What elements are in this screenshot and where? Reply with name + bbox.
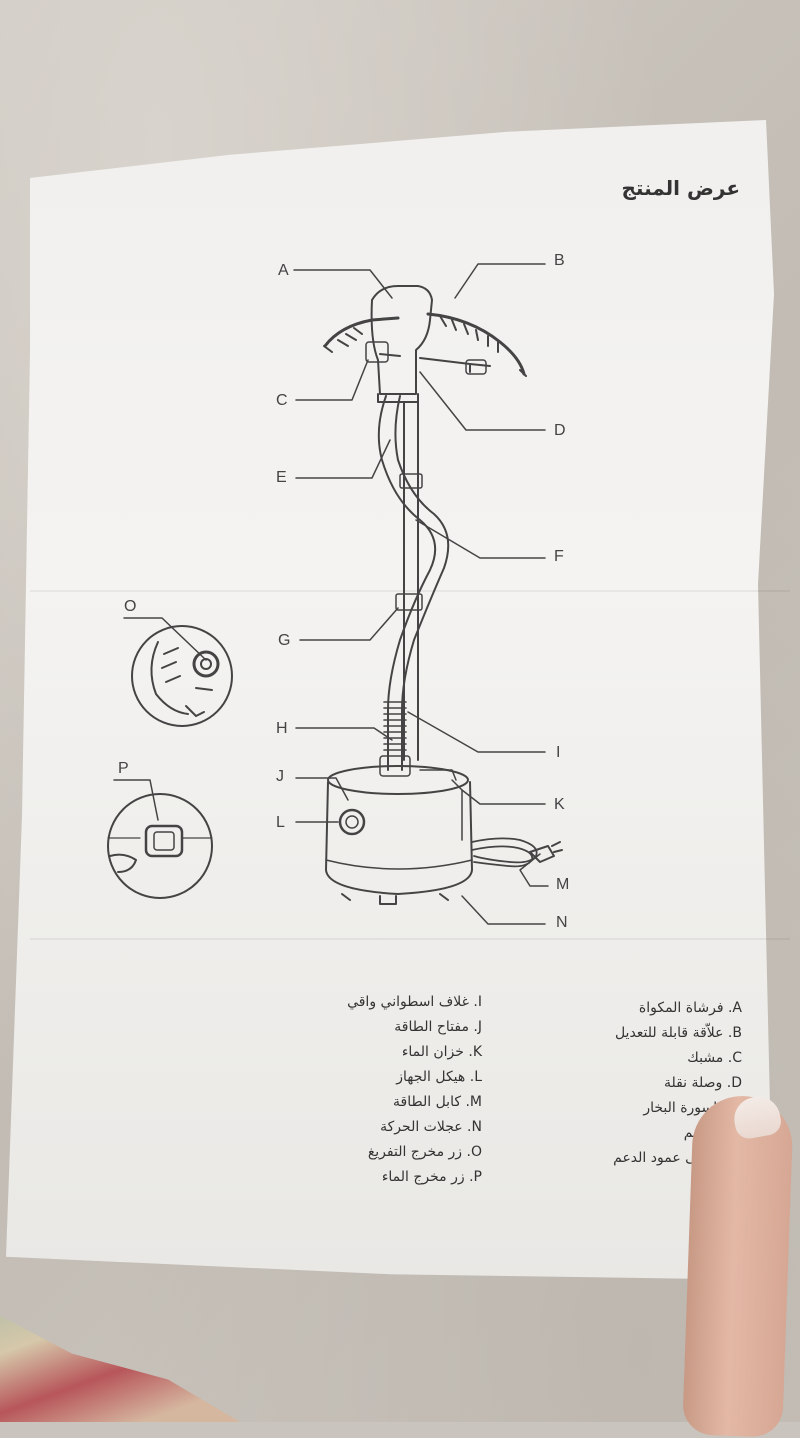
paper-fold-line — [30, 590, 790, 592]
legend-item: C. مشبك — [687, 1050, 742, 1066]
support-pole — [403, 401, 419, 761]
legend-item: I. غلاف اسطواني واقي — [347, 994, 482, 1010]
power-cable — [471, 837, 538, 864]
leader-line-h — [295, 727, 393, 741]
leader-line-i — [407, 711, 546, 753]
callout-g: G — [278, 632, 291, 649]
instruction-sheet — [6, 120, 774, 1280]
callout-c: C — [276, 392, 288, 409]
leader-line-c — [295, 359, 369, 401]
legend-item: O. زر مخرج التفريغ — [367, 1144, 482, 1160]
leader-line-d — [419, 371, 546, 431]
callout-n: N — [556, 914, 568, 931]
callout-k: K — [554, 796, 565, 813]
leader-line-o — [123, 617, 207, 661]
legend-item: B. علاّقة قابلة للتعديل — [614, 1025, 742, 1041]
page-heading: عرض المنتج — [621, 176, 741, 200]
callout-h: H — [276, 720, 288, 737]
callout-l: L — [276, 814, 285, 831]
callout-j: J — [276, 768, 284, 785]
callout-i: I — [556, 744, 561, 761]
legend-item: N. عجلات الحركة — [380, 1119, 482, 1135]
finger — [682, 1094, 794, 1438]
callout-d: D — [554, 422, 566, 439]
leader-line-f — [415, 519, 546, 559]
leader-line-p — [113, 779, 159, 821]
power-switch — [338, 808, 366, 836]
paper-fold-line — [30, 938, 790, 940]
callout-a: A — [278, 262, 289, 279]
callout-p: P — [118, 760, 129, 777]
hose-spring — [383, 701, 407, 751]
power-plug — [529, 841, 563, 863]
legend-item: P. زر مخرج الماء — [381, 1169, 482, 1185]
detail-water-outlet-button — [107, 793, 213, 899]
leader-line-k — [461, 789, 546, 805]
clip — [365, 341, 389, 363]
legend-item: K. خزان الماء — [401, 1044, 482, 1060]
leader-line-n — [461, 895, 546, 925]
callout-e: E — [276, 469, 287, 486]
brush-head — [370, 285, 433, 395]
callout-m: M — [556, 876, 570, 893]
legend-item: D. وصلة نقلة — [663, 1075, 742, 1091]
legend-item: M. كابل الطاقة — [393, 1094, 482, 1110]
wheels — [341, 893, 449, 905]
callout-o: O — [124, 598, 137, 615]
water-tank — [451, 779, 463, 841]
leader-line-g — [299, 607, 399, 641]
parts-legend-left: I. غلاف اسطواني واقي J. مفتاح الطاقة K. … — [290, 990, 482, 1190]
legend-item: J. مفتاح الطاقة — [394, 1019, 482, 1035]
legend-item: A. فرشاة المكواة — [638, 1000, 742, 1016]
hanger-right-arm — [426, 312, 526, 376]
callout-f: F — [554, 548, 564, 565]
callout-b: B — [554, 252, 565, 269]
pole-clip-lower — [395, 593, 423, 611]
leader-line-j — [295, 777, 349, 801]
steam-hose — [377, 395, 437, 771]
leader-line-e — [295, 439, 391, 479]
leader-line-b — [454, 263, 546, 299]
legend-item: L. هيكل الجهاز — [396, 1069, 482, 1085]
main-body — [325, 781, 473, 895]
detail-drain-button — [131, 625, 233, 727]
